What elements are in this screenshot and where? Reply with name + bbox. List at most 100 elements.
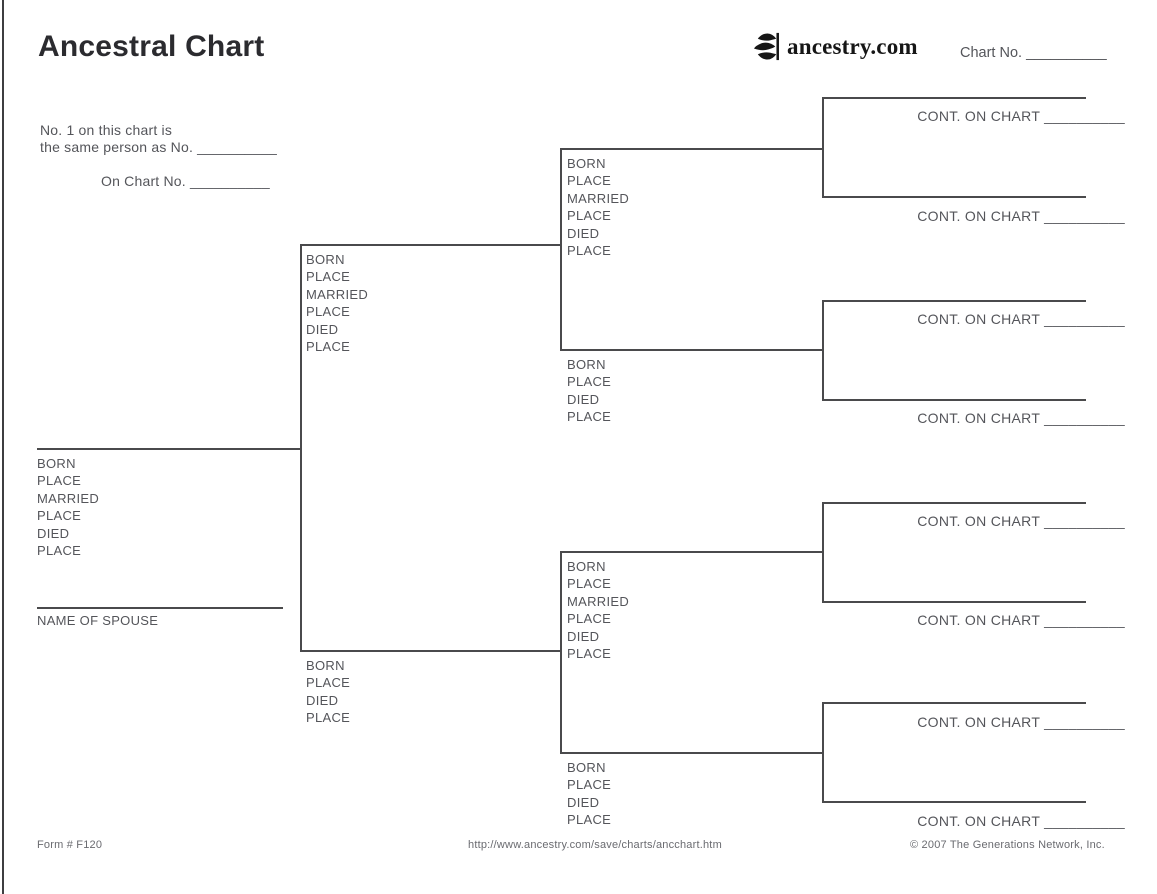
footer-url: http://www.ancestry.com/save/charts/ancc… — [468, 839, 722, 851]
great-grandparent-line-8 — [822, 801, 1086, 803]
field-label-place: PLACE — [567, 777, 612, 793]
paternal-grandmother-line — [560, 349, 823, 351]
cont-label: CONT. ON CHART — [917, 513, 1040, 529]
cont-blank: __________ — [1044, 612, 1125, 628]
gen4-connector-2 — [822, 300, 824, 400]
on-chart-no-blank: __________ — [189, 173, 270, 189]
cont-label: CONT. ON CHART — [917, 208, 1040, 224]
field-label-place: PLACE — [306, 675, 351, 691]
cont-blank: __________ — [1044, 513, 1125, 529]
field-label-born: BORN — [306, 252, 345, 267]
cont-blank: __________ — [1044, 813, 1125, 829]
mother-line — [300, 650, 561, 652]
field-label-died: DIED — [306, 692, 339, 708]
cont-label: CONT. ON CHART — [917, 714, 1040, 730]
field-label-place: PLACE — [567, 374, 612, 390]
cont-on-chart-8: CONT. ON CHART __________ — [823, 813, 1125, 829]
field-label-place: PLACE — [567, 812, 612, 828]
gen3-connector-maternal — [560, 551, 562, 753]
great-grandparent-line-2 — [822, 196, 1086, 198]
spouse-line — [37, 607, 283, 609]
field-label-place: PLACE — [37, 473, 82, 489]
great-grandparent-line-7 — [822, 702, 1086, 704]
field-label-born: BORN — [306, 658, 345, 673]
page-left-border — [2, 0, 4, 894]
cont-on-chart-4: CONT. ON CHART __________ — [823, 410, 1125, 426]
field-label-place: PLACE — [306, 710, 351, 726]
ancestry-leaf-icon — [753, 32, 779, 61]
field-label-place: PLACE — [306, 304, 351, 320]
cont-blank: __________ — [1044, 208, 1125, 224]
cont-on-chart-1: CONT. ON CHART __________ — [823, 108, 1125, 124]
cont-on-chart-3: CONT. ON CHART __________ — [823, 311, 1125, 327]
form-number: Form # F120 — [37, 839, 103, 851]
field-label-died: DIED — [567, 391, 600, 407]
field-label-married: MARRIED — [567, 190, 630, 206]
spouse-label: NAME OF SPOUSE — [37, 613, 159, 628]
field-label-place: PLACE — [567, 409, 612, 425]
cont-blank: __________ — [1044, 410, 1125, 426]
maternal-grandfather-line — [560, 551, 823, 553]
field-label-place: PLACE — [567, 243, 612, 259]
cont-on-chart-7: CONT. ON CHART __________ — [823, 714, 1125, 730]
field-label-died: DIED — [37, 525, 70, 541]
field-label-died: DIED — [567, 794, 600, 810]
gen3-connector-paternal — [560, 148, 562, 350]
chart-no-label: Chart No. — [960, 45, 1023, 61]
field-label-born: BORN — [567, 559, 606, 574]
reference-line-3: On Chart No. __________ — [101, 173, 270, 189]
cont-on-chart-2: CONT. ON CHART __________ — [823, 208, 1125, 224]
field-label-died: DIED — [306, 321, 339, 337]
cont-on-chart-5: CONT. ON CHART __________ — [823, 513, 1125, 529]
maternal-grandfather-labels: BORN PLACE MARRIED PLACE DIED PLACE — [567, 558, 629, 662]
paternal-grandfather-labels: BORN PLACE MARRIED PLACE DIED PLACE — [567, 155, 629, 259]
cont-blank: __________ — [1044, 108, 1125, 124]
father-line — [300, 244, 561, 246]
field-label-born: BORN — [567, 357, 606, 372]
mother-labels: BORN PLACE DIED PLACE — [306, 657, 350, 727]
great-grandparent-line-6 — [822, 601, 1086, 603]
field-label-born: BORN — [37, 456, 76, 471]
great-grandparent-line-3 — [822, 300, 1086, 302]
ancestry-logo-text: ancestry.com — [787, 33, 918, 59]
maternal-grandmother-labels: BORN PLACE DIED PLACE — [567, 759, 611, 829]
cont-label: CONT. ON CHART — [917, 410, 1040, 426]
field-label-place: PLACE — [37, 543, 82, 559]
on-chart-no-label: On Chart No. — [101, 173, 186, 189]
field-label-married: MARRIED — [306, 286, 369, 302]
great-grandparent-line-4 — [822, 399, 1086, 401]
cont-label: CONT. ON CHART — [917, 108, 1040, 124]
ancestry-logo: ancestry.com — [752, 30, 918, 63]
field-label-married: MARRIED — [567, 593, 630, 609]
chart-no-blank: __________ — [1026, 45, 1107, 61]
paternal-grandmother-labels: BORN PLACE DIED PLACE — [567, 356, 611, 426]
great-grandparent-line-5 — [822, 502, 1086, 504]
field-label-married: MARRIED — [37, 490, 100, 506]
reference-line-1: No. 1 on this chart is — [40, 122, 173, 138]
field-label-born: BORN — [567, 760, 606, 775]
same-person-label: the same person as No. — [40, 139, 194, 155]
field-label-place: PLACE — [567, 646, 612, 662]
footer-copyright: © 2007 The Generations Network, Inc. — [910, 839, 1105, 851]
cont-label: CONT. ON CHART — [917, 311, 1040, 327]
field-label-born: BORN — [567, 156, 606, 171]
gen4-connector-1 — [822, 97, 824, 197]
maternal-grandmother-line — [560, 752, 823, 754]
person1-line — [37, 448, 300, 450]
field-label-place: PLACE — [567, 611, 612, 627]
paternal-grandfather-line — [560, 148, 823, 150]
cont-label: CONT. ON CHART — [917, 612, 1040, 628]
cont-on-chart-6: CONT. ON CHART __________ — [823, 612, 1125, 628]
page-title: Ancestral Chart — [38, 30, 265, 63]
same-person-blank: __________ — [197, 139, 278, 155]
field-label-place: PLACE — [306, 339, 351, 355]
cont-blank: __________ — [1044, 714, 1125, 730]
person1-labels: BORN PLACE MARRIED PLACE DIED PLACE — [37, 455, 99, 559]
field-label-place: PLACE — [567, 576, 612, 592]
chart-no-field: Chart No. __________ — [960, 45, 1107, 61]
gen4-connector-3 — [822, 502, 824, 602]
field-label-place: PLACE — [306, 269, 351, 285]
gen4-connector-4 — [822, 702, 824, 802]
cont-blank: __________ — [1044, 311, 1125, 327]
field-label-died: DIED — [567, 225, 600, 241]
